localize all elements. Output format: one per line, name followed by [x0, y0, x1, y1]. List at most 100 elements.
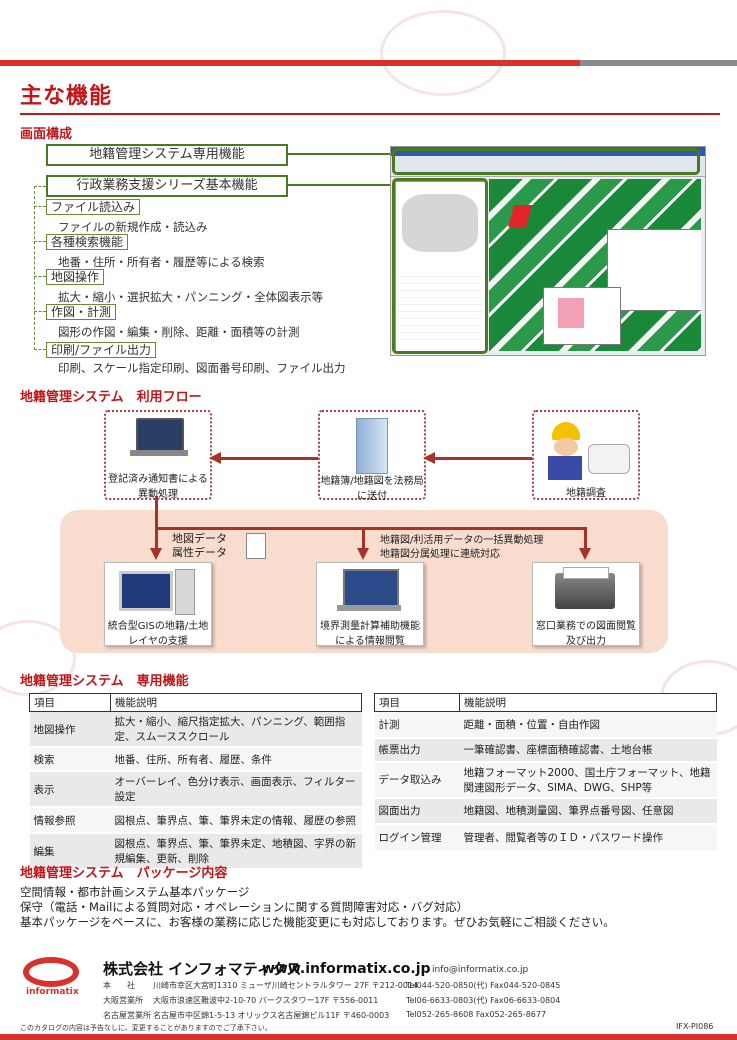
functions-table-left: 項目 機能説明 地図操作拡大・縮小、縮尺指定拡大、パンニング、範囲指定、スムース…	[29, 693, 362, 870]
flow-arrow	[362, 527, 365, 550]
flow-arrow	[155, 527, 587, 530]
table-row: 図面出力地籍図、地積測量図、筆界点番号図、任意図	[374, 797, 717, 825]
row-desc: 地番、住所、所有者、履歴、条件	[110, 747, 362, 772]
row-desc: 地籍図、地積測量図、筆界点番号図、任意図	[459, 797, 717, 825]
table-row: 編集図根点、筆界点、筆、筆界未定、地積図、字界の新規編集、更新、削除	[29, 833, 362, 870]
feature-tree-line	[34, 241, 46, 242]
flow-box-legal: 地籍簿/地籍図を法務局に送付	[318, 410, 426, 502]
laptop-base	[337, 605, 401, 611]
building-icon	[356, 418, 388, 474]
side-panel	[395, 181, 487, 353]
office-phone: Tel044-520-0850(代) Fax044-520-0845	[406, 981, 561, 990]
flow-label-notice: 登記済み通知書による異動処理	[108, 474, 208, 500]
scroll-icon	[588, 444, 630, 474]
connector-green	[286, 184, 390, 186]
office-name: 名古屋営業所	[103, 1011, 151, 1020]
section-heading-flow: 地籍管理システム 利用フロー	[20, 390, 202, 405]
flow-box-survey: 地籍調査	[532, 410, 640, 500]
plotter-paper	[563, 567, 609, 579]
arrow-head-left	[209, 452, 221, 464]
table-row: 情報参照図根点、筆界点、筆、筆界未定の情報、履歴の参照	[29, 807, 362, 834]
office-address: 川崎市幸区大宮町1310 ミューザ川崎セントラルタワー 27F 〒212-001…	[153, 981, 419, 990]
functions-table-right: 項目 機能説明 計測距離・面積・位置・自由作図 帳票出力一筆確認書、座標面積確認…	[374, 693, 717, 853]
table-row: 帳票出力一筆確認書、座標面積確認書、土地台帳	[374, 737, 717, 763]
feature-map-operation-desc: 拡大・縮小・選択拡大・パンニング・全体図表示等	[58, 290, 324, 304]
col-desc: 機能説明	[110, 693, 362, 712]
connector-green	[286, 153, 390, 155]
feature-print: 印刷/ファイル出力	[46, 342, 157, 358]
feature-tree-line	[34, 186, 46, 187]
section-heading-functions: 地籍管理システム 専用機能	[20, 674, 189, 689]
package-line: 空間情報・都市計画システム基本パッケージ	[20, 885, 250, 899]
row-item: データ取込み	[374, 761, 460, 799]
device-survey-label: 境界測量計算補助機能による情報閲覧	[320, 621, 420, 647]
application-screenshot	[390, 146, 706, 356]
office-phone: Tel06-6633-0803(代) Fax06-6633-0804	[406, 996, 561, 1005]
map-view	[489, 179, 701, 351]
table-row: ログイン管理管理者、閲覧者等のＩＤ・パスワード操作	[374, 823, 717, 853]
office-address: 大阪市浪速区難波中2-10-70 パークスタワー17F 〒556-0011	[153, 996, 379, 1005]
worker-icon	[552, 422, 580, 440]
worker-body	[548, 456, 582, 480]
overview-map	[402, 194, 478, 252]
feature-tree-line	[34, 276, 46, 277]
device-gis: 統合型GISの地籍/土地レイヤの支援	[104, 562, 212, 647]
section-heading-screen: 画面構成	[20, 127, 73, 142]
feature-file-read-desc: ファイルの新規作成・読込み	[58, 220, 208, 234]
plotter-icon	[555, 573, 615, 609]
catalog-code: IFX-PI086	[676, 1022, 714, 1031]
row-item: ログイン管理	[374, 823, 460, 853]
flow-arrow	[435, 457, 532, 460]
title-rule	[20, 113, 720, 115]
company-name: 株式会社 インフォマティクス	[103, 960, 302, 978]
app-toolbar	[391, 156, 705, 177]
device-survey: 境界測量計算補助機能による情報閲覧	[316, 562, 424, 647]
layer-list	[398, 270, 482, 346]
table-row: 検索地番、住所、所有者、履歴、条件	[29, 747, 362, 772]
arrow-head-left	[423, 452, 435, 464]
logo-ring	[23, 957, 79, 987]
flow-box-notice: 登記済み通知書による異動処理	[104, 410, 212, 500]
pc-tower	[175, 569, 195, 615]
device-counter-label: 窓口業務での図面閲覧及び出力	[536, 621, 636, 647]
company-url[interactable]: www.informatix.co.jp	[262, 961, 431, 977]
row-desc: 管理者、閲覧者等のＩＤ・パスワード操作	[459, 823, 717, 853]
package-line: 基本パッケージをベースに、お客様の業務に応じた機能変更にも対応しております。ぜひ…	[20, 915, 615, 929]
office-address: 名古屋市中区錦1-5-13 オリックス名古屋錦ビル11F 〒460-0003	[153, 1011, 390, 1020]
laptop-base	[130, 450, 188, 456]
app-titlebar	[391, 147, 705, 156]
laptop-icon	[343, 569, 399, 607]
row-item: 計測	[374, 711, 460, 739]
package-line: 保守（電話・Mailによる質問対応・オペレーションに関する質問障害対応・バグ対応…	[20, 900, 469, 914]
device-gis-label: 統合型GISの地籍/土地レイヤの支援	[107, 621, 209, 647]
feature-tree-line	[34, 186, 35, 350]
desktop-pc-icon	[119, 571, 173, 611]
company-email[interactable]: info@informatix.co.jp	[432, 965, 529, 975]
row-item: 検索	[29, 747, 111, 772]
row-item: 編集	[29, 833, 111, 870]
flow-arrow	[584, 527, 587, 550]
table-row: データ取込み地籍フォーマット2000、国土庁フォーマット、地籍関連図形データ、S…	[374, 761, 717, 799]
row-item: 図面出力	[374, 797, 460, 825]
watermark-ring	[380, 10, 506, 96]
table-row: 地図操作拡大・縮小、縮尺指定拡大、パンニング、範囲指定、スムーススクロール	[29, 711, 362, 748]
feature-print-desc: 印刷、スケール指定印刷、図面番号印刷、ファイル出力	[58, 361, 346, 375]
dedicated-functions-box: 地籍管理システム専用機能	[46, 144, 288, 166]
row-desc: 地籍フォーマット2000、国土庁フォーマット、地籍関連図形データ、SIMA、DW…	[459, 761, 717, 799]
row-desc: 図根点、筆界点、筆、筆界未定、地積図、字界の新規編集、更新、削除	[110, 833, 362, 870]
row-item: 帳票出力	[374, 737, 460, 763]
row-item: 地図操作	[29, 711, 111, 748]
worker-face	[554, 438, 578, 456]
section-heading-package: 地籍管理システム パッケージ内容	[20, 866, 228, 881]
report-window	[607, 229, 701, 311]
row-item: 表示	[29, 771, 111, 808]
arrow-head-down	[357, 548, 369, 560]
document-icon	[246, 533, 266, 559]
col-desc: 機能説明	[459, 693, 717, 712]
feature-drawing: 作図・計測	[46, 304, 117, 320]
footer-bar	[0, 1034, 737, 1040]
table-row: 計測距離・面積・位置・自由作図	[374, 711, 717, 739]
flow-label-legal: 地籍簿/地籍図を法務局に送付	[320, 476, 424, 502]
row-desc: 拡大・縮小、縮尺指定拡大、パンニング、範囲指定、スムーススクロール	[110, 711, 362, 748]
feature-search: 各種検索機能	[46, 234, 129, 250]
